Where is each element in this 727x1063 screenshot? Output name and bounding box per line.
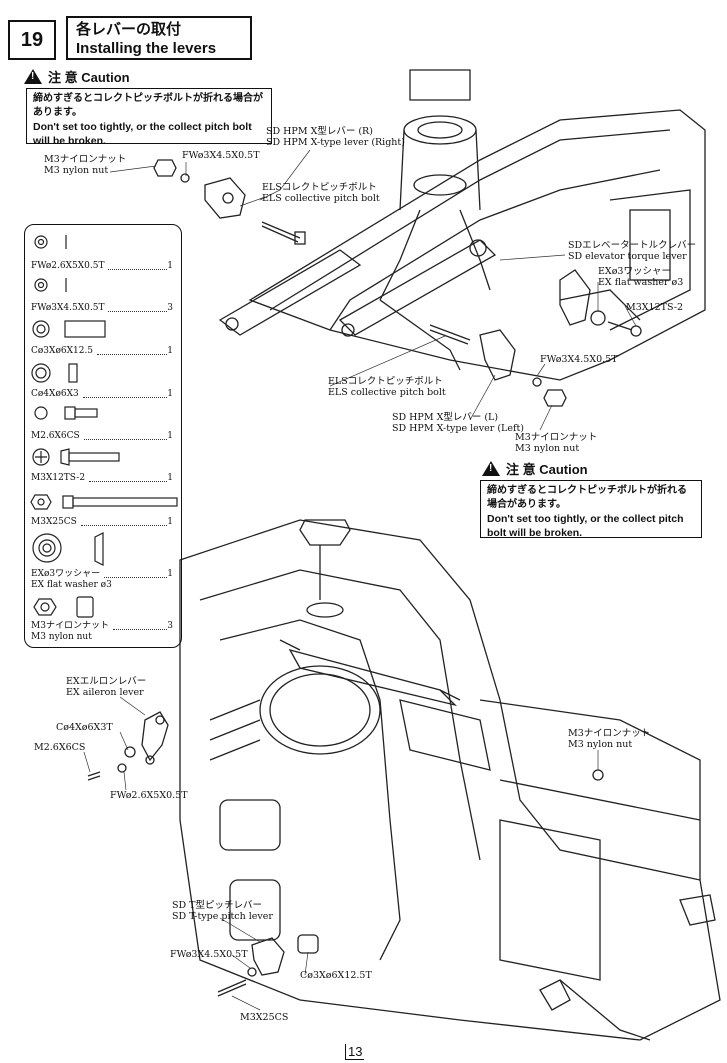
caution-heading-top: ! 注 意 Caution [24, 67, 130, 86]
title-en: Installing the levers [76, 40, 217, 57]
label-fw26: FWø2.6X5X0.5T [110, 790, 188, 801]
page-number: 13 [345, 1044, 365, 1060]
part-name: M2.6X6CS [31, 431, 80, 441]
step-number: 19 [8, 20, 56, 60]
label-m3x12ts: M3X12TS-2 [626, 302, 684, 313]
label-fw-bot: FWø3X4.5X0.5T [170, 949, 248, 960]
warning-icon: ! [24, 69, 42, 84]
part-qty: 1 [167, 389, 173, 399]
part-qty: 1 [167, 517, 173, 527]
part-qty: 3 [167, 621, 173, 631]
caution-heading-mid: ! 注 意 Caution [482, 459, 588, 478]
part-name: M3ナイロンナット [31, 621, 109, 631]
part-name: FWø3X4.5X0.5T [31, 303, 105, 313]
part-qty: 1 [167, 346, 173, 356]
label-fw-top: FWø3X4.5X0.5T [182, 150, 260, 161]
label-hpm-left: SD HPM X型レバー (L)SD HPM X-type lever (Lef… [392, 412, 524, 434]
part-qty: 3 [167, 303, 173, 313]
label-m3x25cs: M3X25CS [240, 1012, 289, 1023]
part-subname: M3 nylon nut [31, 632, 92, 642]
title-jp: 各レバーの取付 [76, 21, 182, 38]
part-row: EXø3ワッシャー 1 EX flat washer ø3 [31, 569, 181, 593]
dotted-leader [108, 269, 167, 270]
dotted-leader [104, 577, 167, 578]
caution-text-jp: 締めすぎるとコレクトピッチボルトが折れる場合があります。 [33, 93, 263, 118]
dotted-leader [97, 354, 167, 355]
part-name: M3X25CS [31, 517, 77, 527]
dotted-leader [84, 439, 167, 440]
label-m26x6cs: M2.6X6CS [34, 742, 86, 753]
part-subname: EX flat washer ø3 [31, 580, 112, 590]
label-c4x6: Cø4Xø6X3T [56, 722, 113, 733]
label-hpm-right: SD HPM X型レバー (R)SD HPM X-type lever (Rig… [266, 126, 405, 148]
caution-box-top: 締めすぎるとコレクトピッチボルトが折れる場合があります。 Don't set t… [26, 88, 272, 147]
section-title: 各レバーの取付 Installing the levers [66, 16, 252, 60]
dotted-leader [108, 311, 167, 312]
caution-text-en: Don't set too tightly, or the collect pi… [33, 121, 252, 147]
parts-icons [30, 235, 178, 618]
part-name: Cø3Xø6X12.5 [31, 346, 94, 356]
dotted-leader [89, 481, 167, 482]
part-name: Cø4Xø6X3 [31, 389, 79, 399]
label-fw-mid: FWø3X4.5X0.5T [540, 354, 618, 365]
caution-text-jp: 締めすぎるとコレクトピッチボルトが折れる場合があります。 [487, 485, 687, 510]
part-qty: 1 [167, 261, 173, 271]
caution-text-en: Don't set too tightly, or the collect pi… [487, 513, 684, 539]
part-qty: 1 [167, 569, 173, 579]
part-qty: 1 [167, 473, 173, 483]
label-c3x6: Cø3Xø6X12.5T [300, 970, 372, 981]
parts-list-panel: FWø2.6X5X0.5T 1 FWø3X4.5X0.5T 3 Cø3Xø6X1… [24, 224, 182, 648]
part-qty: 1 [167, 431, 173, 441]
part-name: M3X12TS-2 [31, 473, 86, 483]
caution-box-mid: 締めすぎるとコレクトピッチボルトが折れる場合があります。 Don't set t… [480, 480, 702, 539]
warning-icon: ! [482, 461, 500, 476]
dotted-leader [81, 525, 167, 526]
part-name: EXø3ワッシャー [31, 569, 101, 579]
part-row: M3ナイロンナット 3 M3 nylon nut [31, 621, 181, 645]
part-name: FWø2.6X5X0.5T [31, 261, 105, 271]
dotted-leader [83, 397, 167, 398]
dotted-leader [113, 629, 167, 630]
